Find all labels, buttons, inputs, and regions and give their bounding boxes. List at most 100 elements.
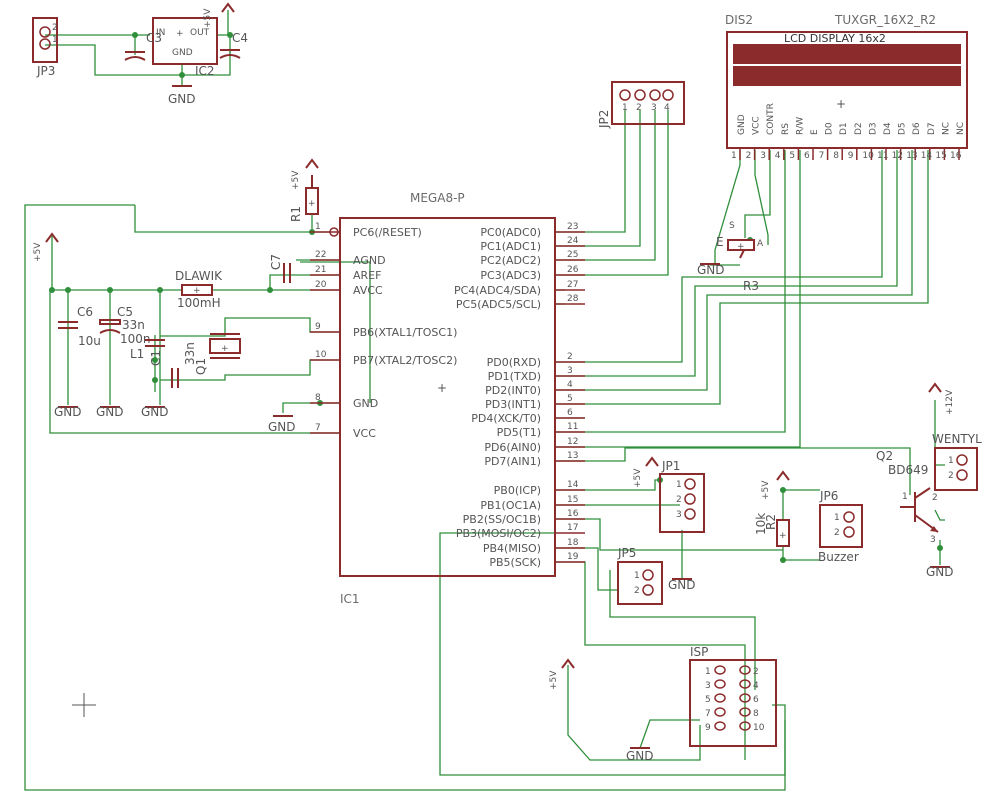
r2-label: R2 — [764, 514, 778, 530]
ic1-pin-num-26: 26 — [567, 265, 579, 275]
ic1-pin-label-9: PB6(XTAL1/TOSC1) — [353, 326, 457, 339]
jp2-label: JP2 — [597, 110, 611, 129]
jp6-label: JP6 — [819, 489, 838, 503]
q2-pin-1: 1 — [902, 492, 908, 502]
jp2-pin-4: 4 — [664, 103, 670, 113]
ic1-pin-label-2: PD0(RXD) — [487, 356, 541, 369]
wentyl-pin-2: 2 — [948, 471, 954, 481]
ic1-pin-label-18: PB4(MISO) — [483, 542, 541, 555]
ic1-value: MEGA8-P — [410, 191, 465, 205]
lcd-pin-name-8: D1 — [839, 122, 849, 135]
svg-text:+: + — [737, 242, 745, 252]
lcd-pin-name-16: NC — [956, 122, 966, 135]
lcd-title: LCD DISPLAY 16x2 — [784, 32, 886, 45]
isp-pin-num-5: 5 — [705, 695, 711, 705]
ic1-pin-num-22: 22 — [315, 250, 326, 260]
ic1-pin-num-24: 24 — [567, 236, 579, 246]
lcd-row-1 — [733, 44, 961, 64]
ic1-pin-num-15: 15 — [567, 495, 578, 505]
ic2-out-label: OUT — [190, 28, 210, 38]
ic1-pin-label-1: PC6(/RESET) — [353, 226, 422, 239]
jp2-connector: 1 2 3 4 JP2 — [597, 81, 685, 129]
q2-pin-2: 2 — [932, 493, 938, 503]
plus5v-reg-label: +5V — [203, 8, 213, 28]
gnd-c5-label: GND — [96, 405, 124, 419]
origin-crosshair — [72, 693, 96, 717]
ic1-pin-label-19: PB5(SCK) — [489, 556, 541, 569]
plus5v-left-label: +5V — [33, 242, 43, 262]
jp5-pin-1: 1 — [634, 571, 640, 581]
r3-label: R3 — [743, 279, 759, 293]
jp3-pin-2: 2 — [52, 23, 58, 33]
gnd-row: GND GND GND GND — [54, 405, 296, 434]
ic1-pin-label-17: PB3(MOSI/OC2) — [456, 527, 541, 540]
c1-capacitor: 33n L1 C1 — [122, 318, 165, 366]
ic1-name: IC1 — [340, 592, 360, 606]
ic1-pin-label-12: PD6(AIN0) — [484, 441, 541, 454]
lcd-pin-group: GND1VCC2CONTR3RS4R/W5E6D07D18D29D310D411… — [731, 103, 966, 161]
c7-label: C7 — [269, 254, 283, 270]
r2-value: 10k — [754, 513, 768, 535]
svg-text:+: + — [221, 344, 229, 354]
jp1-pin-1: 1 — [676, 480, 682, 490]
jp6-buzzer: 1 2 JP6 Buzzer — [818, 489, 863, 564]
plus5v-jp1-label: +5V — [633, 468, 643, 488]
isp-pin-4 — [739, 679, 751, 689]
isp-label: ISP — [690, 645, 708, 659]
jp3-label: JP3 — [36, 64, 55, 78]
l1-label: L1 — [130, 347, 144, 361]
isp-pin-10 — [739, 721, 751, 731]
lcd-pin-num-7: 7 — [819, 151, 825, 161]
jp6-value: Buzzer — [818, 550, 859, 564]
c6-capacitor: C6 10u — [58, 305, 101, 348]
ic1-pin-num-20: 20 — [315, 280, 327, 290]
ic1-pin-label-27: PC4(ADC4/SDA) — [454, 284, 541, 297]
isp-pin-6 — [739, 693, 751, 703]
ic1-pin-num-10: 10 — [315, 350, 327, 360]
isp-pin-num-7: 7 — [705, 709, 711, 719]
ic1-pin-label-10: PB7(XTAL2/TOSC2) — [353, 354, 457, 367]
c3-label: C3 — [146, 31, 162, 45]
ic1-pin-num-17: 17 — [567, 523, 578, 533]
q2-pin-3: 3 — [930, 535, 936, 545]
gnd-jp1-label: GND — [668, 578, 696, 592]
lcd-value: TUXGR_16X2_R2 — [834, 13, 936, 27]
lcd-pin-num-15: 15 — [935, 151, 946, 161]
lcd-pin-name-5: R/W — [795, 117, 805, 135]
lcd-pin-name-11: D4 — [883, 122, 893, 135]
lcd-pin-num-4: 4 — [775, 151, 781, 161]
ic1-pin-label-5: PD3(INT1) — [485, 398, 541, 411]
lcd-row-2 — [733, 66, 961, 86]
svg-text:+: + — [779, 531, 787, 541]
isp-pin-8 — [739, 707, 751, 717]
svg-text:+: + — [176, 29, 184, 39]
ic1-pin-num-14: 14 — [567, 480, 579, 490]
ic1-pin-num-28: 28 — [567, 294, 579, 304]
lcd-pin-num-12: 12 — [892, 151, 903, 161]
c1-label: C1 — [149, 350, 163, 366]
lcd-name: DIS2 — [725, 13, 753, 27]
isp-pin-num-2: 2 — [753, 667, 759, 677]
ic1-pin-label-11: PD5(T1) — [497, 426, 541, 439]
plus5v-left: +5V — [33, 232, 59, 290]
dlawik-label: DLAWIK — [175, 269, 223, 283]
isp-pin-num-3: 3 — [705, 681, 711, 691]
ic1-pin-label-24: PC1(ADC1) — [480, 240, 541, 253]
isp-pin-5 — [714, 693, 726, 703]
c3-capacitor: C3 — [124, 31, 162, 61]
q2-transistor: 1 2 3 Q2 BD649 GND — [876, 449, 954, 579]
ic1-pin-num-5: 5 — [567, 394, 573, 404]
lcd-pin-name-12: D5 — [898, 122, 908, 135]
ic1-pin-num-19: 19 — [567, 552, 579, 562]
jp5-pin-2: 2 — [634, 586, 640, 596]
lcd-pin-name-7: D0 — [825, 122, 835, 135]
isp-pin-num-1: 1 — [705, 667, 711, 677]
ic1-pin-num-27: 27 — [567, 280, 578, 290]
c5-value: 100n — [120, 332, 151, 346]
jp6-pin-2: 2 — [834, 528, 840, 538]
svg-text:+: + — [836, 97, 846, 111]
lcd-pin-name-10: D3 — [868, 122, 878, 135]
ic1-pin-label-26: PC3(ADC3) — [480, 269, 541, 282]
isp-pin-9 — [714, 721, 726, 731]
q2-value: BD649 — [888, 463, 928, 477]
